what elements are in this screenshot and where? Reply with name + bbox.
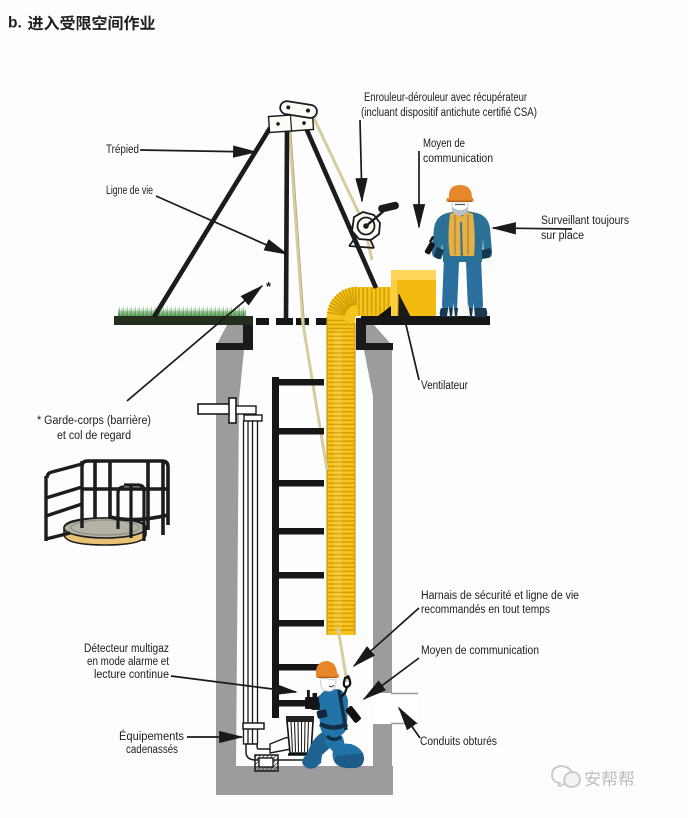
svg-text:安帮帮: 安帮帮: [584, 765, 635, 790]
svg-text:进入受限空间作业: 进入受限空间作业: [28, 10, 156, 34]
svg-text:Moyen de communication: Moyen de communication: [421, 645, 539, 657]
svg-text:et col de regard: et col de regard: [57, 430, 131, 442]
svg-text:sur place: sur place: [541, 230, 584, 242]
svg-text:Ligne de vie: Ligne de vie: [106, 185, 153, 197]
svg-text:recommandés en tout temps: recommandés en tout temps: [421, 604, 550, 616]
svg-text:*: *: [266, 279, 272, 294]
svg-text:Ventilateur: Ventilateur: [421, 380, 468, 392]
svg-text:Surveillant toujours: Surveillant toujours: [541, 215, 629, 227]
svg-text:Trépied: Trépied: [106, 144, 139, 156]
svg-text:Détecteur multigaz: Détecteur multigaz: [84, 643, 169, 655]
svg-text:Équipements: Équipements: [119, 730, 184, 743]
svg-text:b.: b.: [8, 15, 22, 32]
svg-text:communication: communication: [423, 153, 493, 165]
svg-text:(incluant dispositif antichute: (incluant dispositif antichute certifié …: [361, 107, 537, 119]
svg-text:Moyen de: Moyen de: [423, 138, 465, 150]
svg-text:cadenassés: cadenassés: [126, 744, 178, 756]
svg-text:Enrouleur-dérouleur avec récup: Enrouleur-dérouleur avec récupérateur: [364, 92, 527, 104]
svg-text:Conduits obturés: Conduits obturés: [420, 736, 497, 748]
svg-text:en mode alarme et: en mode alarme et: [87, 656, 170, 668]
svg-text:* Garde-corps (barrière): * Garde-corps (barrière): [37, 415, 151, 427]
svg-text:Harnais de sécurité et ligne d: Harnais de sécurité et ligne de vie: [421, 590, 579, 602]
svg-text:lecture continue: lecture continue: [94, 669, 169, 681]
